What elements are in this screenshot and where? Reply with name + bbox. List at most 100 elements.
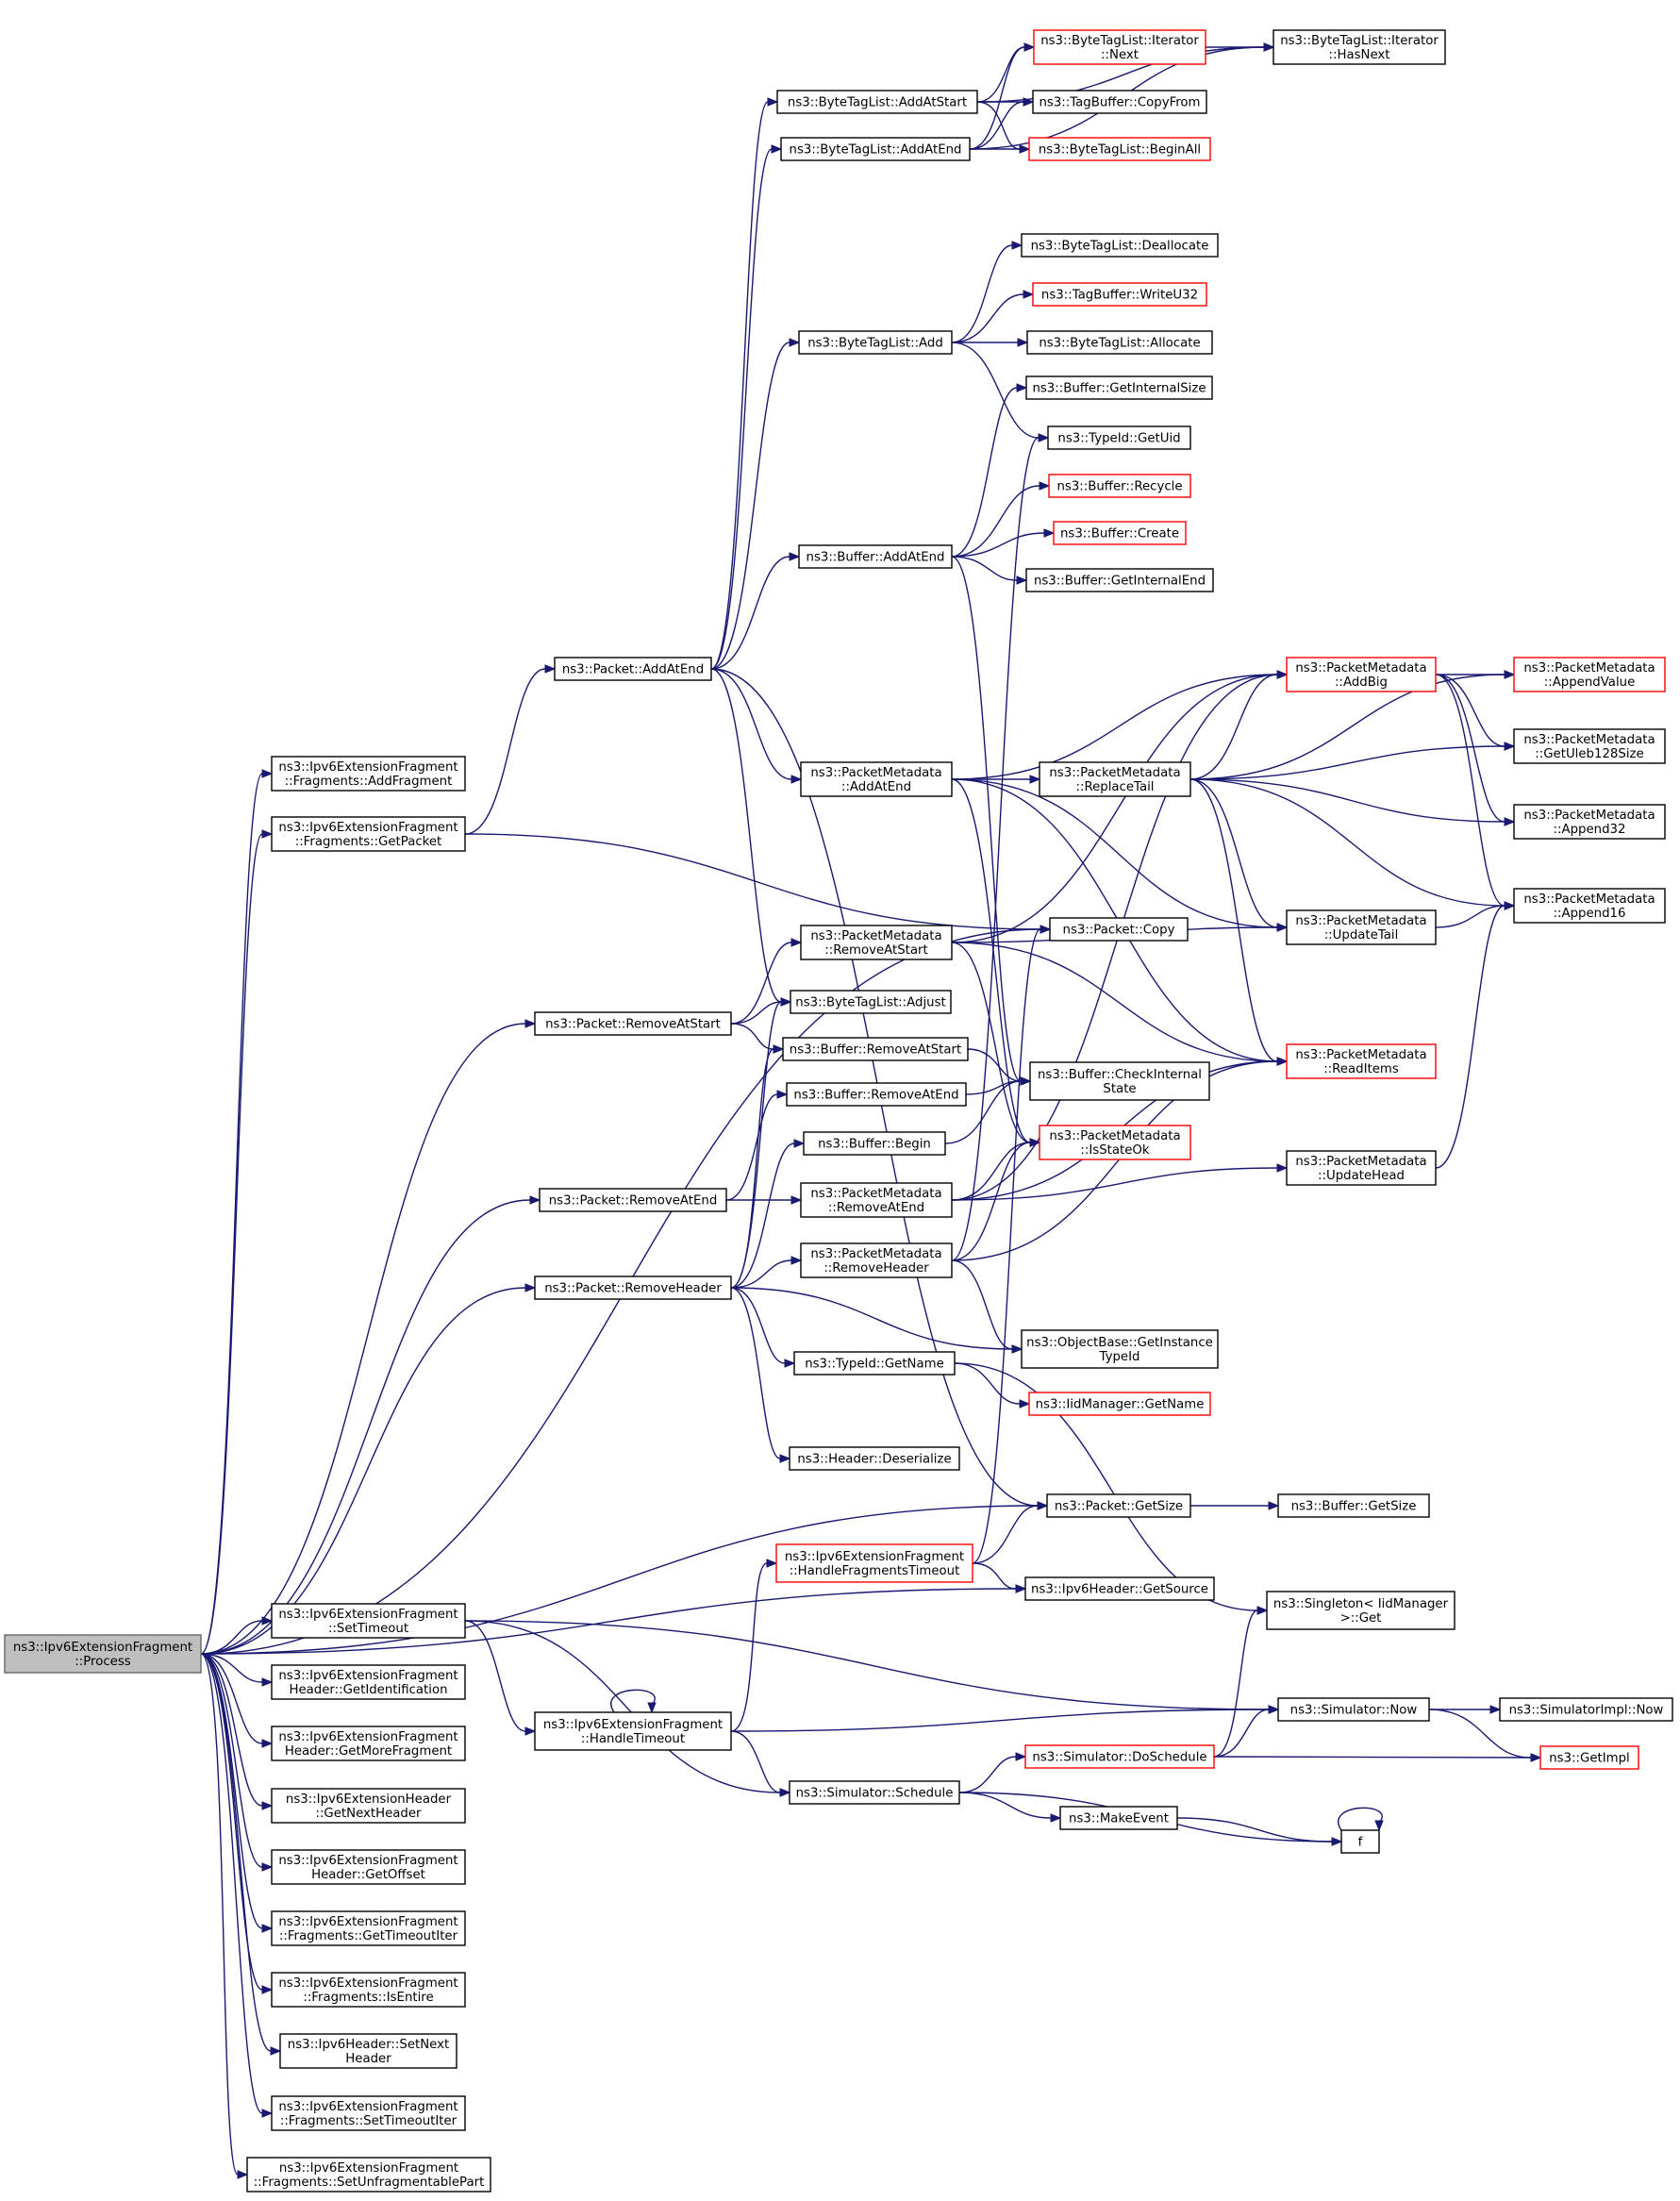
node-pm-update-tail[interactable]: ns3::PacketMetadata::UpdateTail (1286, 909, 1437, 945)
node-buf-add-at-end[interactable]: ns3::Buffer::AddAtEnd (798, 544, 953, 569)
call-edge-pkt-remove-header-to-hdr-deserialize (730, 1287, 791, 1463)
node-label-line: ::IsStateOk (1080, 1143, 1149, 1158)
node-buf-begin[interactable]: ns3::Buffer::Begin (803, 1131, 946, 1156)
node-pm-add-big[interactable]: ns3::PacketMetadata::AddBig (1286, 657, 1437, 692)
node-is-entire[interactable]: ns3::Ipv6ExtensionFragment::Fragments::I… (271, 1972, 466, 2008)
node-get-packet[interactable]: ns3::Ipv6ExtensionFragment::Fragments::G… (271, 816, 466, 852)
node-pkt-remove-at-start[interactable]: ns3::Packet::RemoveAtStart (534, 1011, 732, 1036)
node-label-line: ns3::PacketMetadata (810, 929, 941, 943)
node-fn-f[interactable]: f (1340, 1829, 1380, 1854)
node-label-line: ::AddBig (1335, 675, 1388, 690)
node-box (1024, 1576, 1215, 1601)
node-pm-replace-tail[interactable]: ns3::PacketMetadata::ReplaceTail (1039, 761, 1191, 797)
node-buf-get-internal-size[interactable]: ns3::Buffer::GetInternalSize (1025, 375, 1213, 400)
node-buf-recycle[interactable]: ns3::Buffer::Recycle (1048, 474, 1191, 498)
node-sim-schedule[interactable]: ns3::Simulator::Schedule (789, 1780, 960, 1805)
node-pm-add-at-end[interactable]: ns3::PacketMetadata::AddAtEnd (800, 761, 953, 797)
node-label-line: ns3::Ipv6ExtensionFragment (278, 2100, 457, 2114)
node-sim-impl-now[interactable]: ns3::SimulatorImpl::Now (1499, 1697, 1673, 1722)
node-btl-iter-has-next[interactable]: ns3::ByteTagList::Iterator::HasNext (1272, 29, 1446, 65)
node-type-id-get-uid[interactable]: ns3::TypeId::GetUid (1047, 425, 1191, 450)
node-tag-buf-copy-from[interactable]: ns3::TagBuffer::CopyFrom (1032, 90, 1207, 114)
node-get-identification[interactable]: ns3::Ipv6ExtensionFragmentHeader::GetIde… (271, 1664, 466, 1700)
arrowhead (1038, 433, 1050, 442)
node-pm-remove-at-end[interactable]: ns3::PacketMetadata::RemoveAtEnd (800, 1182, 953, 1218)
node-pm-remove-at-start[interactable]: ns3::PacketMetadata::RemoveAtStart (800, 925, 953, 960)
node-label-line: ns3::PacketMetadata (1295, 914, 1426, 928)
node-btl-adjust[interactable]: ns3::ByteTagList::Adjust (790, 990, 952, 1014)
node-label-line: ns3::Ipv6ExtensionHeader (286, 1792, 452, 1807)
node-make-event[interactable]: ns3::MakeEvent (1059, 1806, 1178, 1830)
node-buf-remove-at-start[interactable]: ns3::Buffer::RemoveAtStart (782, 1037, 969, 1061)
node-pkt-get-size[interactable]: ns3::Packet::GetSize (1046, 1493, 1191, 1518)
node-pkt-remove-header[interactable]: ns3::Packet::RemoveHeader (534, 1276, 732, 1300)
node-root: ns3::Ipv6ExtensionFragment::Process (4, 1634, 202, 1674)
arrowhead (1504, 817, 1516, 826)
node-pm-remove-header[interactable]: ns3::PacketMetadata::RemoveHeader (800, 1242, 953, 1278)
node-get-impl[interactable]: ns3::GetImpl (1539, 1745, 1639, 1770)
node-handle-timeout[interactable]: ns3::Ipv6ExtensionFragment::HandleTimeou… (534, 1711, 732, 1751)
node-handle-frag-timeout[interactable]: ns3::Ipv6ExtensionFragment::HandleFragme… (775, 1543, 973, 1583)
node-set-unfrag-part[interactable]: ns3::Ipv6ExtensionFragment::Fragments::S… (246, 2157, 491, 2193)
node-label-line: ::UpdateHead (1318, 1169, 1405, 1183)
node-btl-add-at-end[interactable]: ns3::ByteTagList::AddAtEnd (780, 137, 971, 161)
node-buf-get-internal-end[interactable]: ns3::Buffer::GetInternalEnd (1025, 568, 1214, 592)
call-edge-buf-add-at-end-to-buf-recycle (951, 481, 1051, 558)
call-edge-root-to-get-timeout-iter (200, 1653, 274, 1933)
node-pm-read-items[interactable]: ns3::PacketMetadata::ReadItems (1286, 1043, 1437, 1079)
node-label-line: ns3::Ipv6ExtensionFragment (279, 2161, 458, 2176)
node-iid-get-name[interactable]: ns3::IidManager::GetName (1028, 1392, 1211, 1416)
node-get-offset[interactable]: ns3::Ipv6ExtensionFragmentHeader::GetOff… (271, 1849, 466, 1885)
node-pkt-copy[interactable]: ns3::Packet::Copy (1049, 917, 1189, 942)
node-pm-get-uleb128-size[interactable]: ns3::PacketMetadata::GetUleb128Size (1513, 728, 1666, 764)
node-sim-do-schedule[interactable]: ns3::Simulator::DoSchedule (1024, 1744, 1215, 1769)
node-label-line: ::HandleTimeout (581, 1732, 685, 1746)
node-set-timeout-iter[interactable]: ns3::Ipv6ExtensionFragment::Fragments::S… (271, 2095, 466, 2131)
node-type-id-get-name[interactable]: ns3::TypeId::GetName (793, 1351, 956, 1376)
node-btl-deallocate[interactable]: ns3::ByteTagList::Deallocate (1021, 233, 1219, 258)
arrowhead (1016, 383, 1028, 392)
node-btl-allocate[interactable]: ns3::ByteTagList::Allocate (1026, 330, 1213, 355)
node-btl-add[interactable]: ns3::ByteTagList::Add (798, 330, 953, 355)
call-edge-pm-add-big-to-pm-append32 (1435, 674, 1516, 826)
node-pm-is-state-ok[interactable]: ns3::PacketMetadata::IsStateOk (1039, 1125, 1191, 1160)
node-sim-now[interactable]: ns3::Simulator::Now (1277, 1697, 1430, 1722)
call-edge-root-to-get-packet (200, 829, 274, 1655)
node-pkt-remove-at-end[interactable]: ns3::Packet::RemoveAtEnd (539, 1188, 727, 1212)
node-pm-append32[interactable]: ns3::PacketMetadata::Append32 (1513, 804, 1666, 840)
node-box (4, 1634, 202, 1674)
node-box (1047, 425, 1191, 450)
node-get-timeout-iter[interactable]: ns3::Ipv6ExtensionFragment::Fragments::G… (271, 1910, 466, 1946)
node-box (1272, 29, 1446, 65)
node-pm-append-value[interactable]: ns3::PacketMetadata::AppendValue (1513, 657, 1666, 692)
node-add-fragment[interactable]: ns3::Ipv6ExtensionFragment::Fragments::A… (271, 756, 466, 792)
node-set-timeout[interactable]: ns3::Ipv6ExtensionFragment::SetTimeout (271, 1603, 466, 1639)
node-pm-update-head[interactable]: ns3::PacketMetadata::UpdateHead (1286, 1150, 1437, 1186)
node-label-line: ns3::ByteTagList::AddAtEnd (790, 143, 962, 158)
node-hdr-deserialize[interactable]: ns3::Header::Deserialize (789, 1446, 960, 1471)
call-edge-root-to-get-identification (200, 1653, 274, 1687)
node-label-line: ns3::Buffer::AddAtEnd (807, 551, 945, 565)
arrowhead (1504, 901, 1516, 910)
node-pkt-add-at-end[interactable]: ns3::Packet::AddAtEnd (554, 657, 712, 681)
node-get-next-header[interactable]: ns3::Ipv6ExtensionHeader::GetNextHeader (271, 1788, 466, 1824)
node-label-line: ns3::Buffer::Begin (818, 1138, 931, 1152)
node-btl-add-at-start[interactable]: ns3::ByteTagList::AddAtStart (776, 90, 978, 114)
arrowhead (261, 1862, 274, 1872)
node-get-more-fragment[interactable]: ns3::Ipv6ExtensionFragmentHeader::GetMor… (271, 1726, 466, 1761)
node-tag-buf-write-u32[interactable]: ns3::TagBuffer::WriteU32 (1032, 282, 1207, 307)
node-buf-remove-at-end[interactable]: ns3::Buffer::RemoveAtEnd (786, 1082, 967, 1107)
node-buf-create[interactable]: ns3::Buffer::Create (1053, 521, 1187, 545)
node-box (271, 1849, 466, 1885)
node-pm-append16[interactable]: ns3::PacketMetadata::Append16 (1513, 888, 1666, 924)
node-btl-iter-next[interactable]: ns3::ByteTagList::Iterator::Next (1033, 29, 1206, 65)
arrowhead (766, 1559, 778, 1568)
node-ipv6-get-source[interactable]: ns3::Ipv6Header::GetSource (1024, 1576, 1215, 1601)
arrowhead (1263, 42, 1275, 52)
node-singleton-get[interactable]: ns3::Singleton< IidManager >::Get (1266, 1591, 1455, 1630)
node-buf-get-size[interactable]: ns3::Buffer::GetSize (1277, 1493, 1430, 1518)
node-btl-begin-all[interactable]: ns3::ByteTagList::BeginAll (1028, 137, 1211, 161)
